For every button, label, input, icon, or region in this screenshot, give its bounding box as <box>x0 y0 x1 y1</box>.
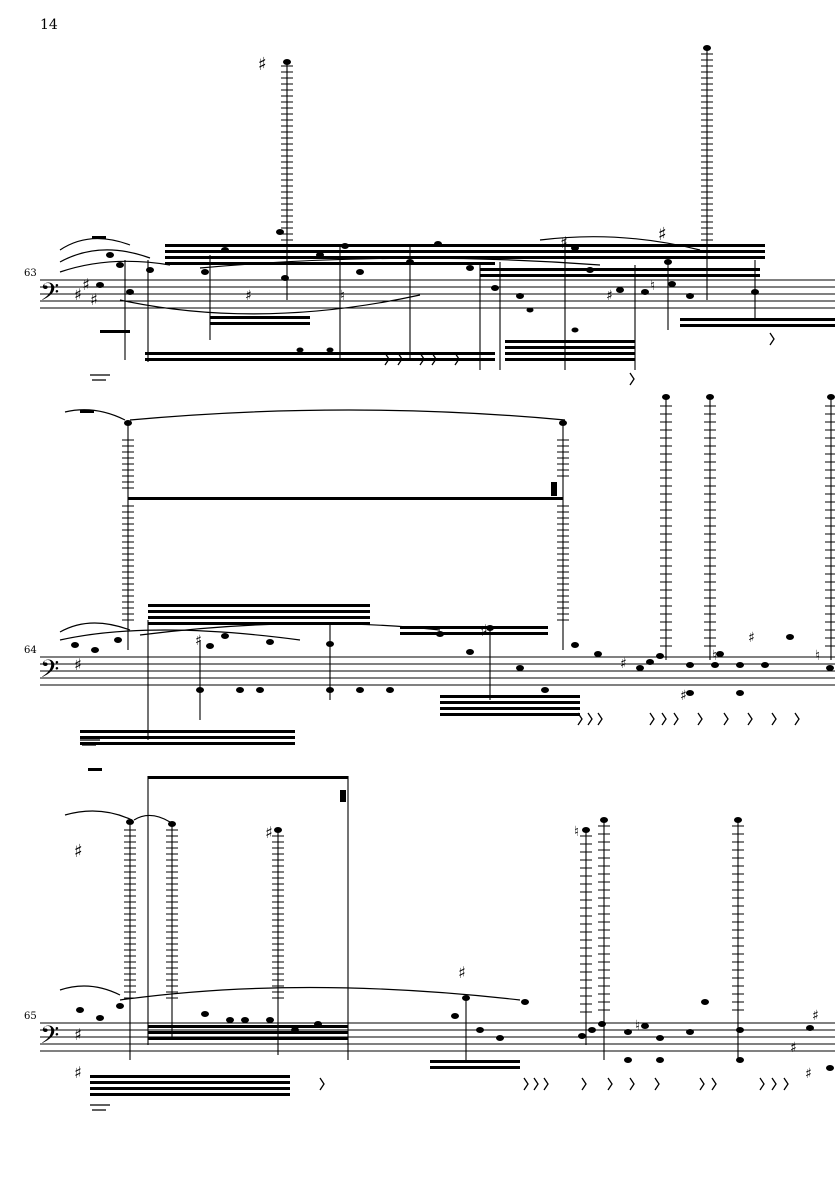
accidentals: ♯ ♯ ♯ ♯ ♯ ♮ ♮ <box>265 823 819 1082</box>
key-signature-sharp: ♯ <box>74 285 82 304</box>
sharp-icon: ♯ <box>805 1066 812 1082</box>
key-signature-sharp: ♯ <box>74 655 82 674</box>
staff-lines <box>40 279 835 309</box>
sharp-icon: ♯ <box>560 233 568 252</box>
sharp-icon: ♯ <box>790 1040 797 1056</box>
natural-icon: ♮ <box>712 648 717 664</box>
bass-clef-icon: 𝄢 <box>40 1021 59 1056</box>
slurs <box>59 810 521 1001</box>
natural-icon: ♮ <box>635 1018 640 1034</box>
sharp-icon: ♯ <box>658 224 667 245</box>
accidentals: ♯ ♯ ♯ ♯ ♯ ♮ ♮ <box>195 621 820 704</box>
sharp-icon: ♯ <box>258 54 267 75</box>
sharp-icon: ♯ <box>620 656 627 672</box>
rests <box>90 1077 789 1111</box>
measure-number-65: 65 <box>24 1011 37 1022</box>
system-65: 𝄢 ♯ ♯ ♯ <box>40 776 835 1111</box>
ledger-lines <box>281 53 713 241</box>
stems <box>124 50 756 370</box>
sharp-icon: ♯ <box>812 1008 819 1024</box>
noteheads <box>76 817 834 1071</box>
measure-number-63: 63 <box>24 268 37 279</box>
beams <box>90 776 520 1096</box>
staff-lines <box>40 656 835 686</box>
sharp-icon: ♯ <box>748 630 755 646</box>
natural-icon: ♮ <box>574 824 579 840</box>
stems <box>129 776 739 1060</box>
ledger-lines <box>122 405 835 647</box>
sharp-icon: ♯ <box>245 288 252 304</box>
sharp-icon: ♯ <box>480 621 488 640</box>
noteheads <box>71 394 835 696</box>
system-64: 𝄢 ♯ <box>40 394 835 771</box>
key-signature-sharp: ♯ <box>90 290 98 309</box>
sharp-icon: ♯ <box>606 288 613 304</box>
sharp-icon: ♯ <box>458 963 466 982</box>
page-number: 14 <box>40 17 58 33</box>
key-signature-sharp: ♯ <box>74 1063 82 1082</box>
bass-clef-icon: 𝄢 <box>40 278 59 313</box>
accidentals: ♯ ♯ ♯ ♯ ♯ ♮ ♮ <box>245 54 667 304</box>
bass-clef-icon: 𝄢 <box>40 655 59 690</box>
measure-number-64: 64 <box>24 645 37 656</box>
sharp-icon: ♯ <box>195 633 202 649</box>
ledger-lines <box>124 825 744 1013</box>
system-63: 𝄢 ♯ ♯ ♯ <box>40 45 835 386</box>
rests <box>90 332 775 386</box>
natural-icon: ♮ <box>650 278 655 294</box>
beams <box>80 482 580 745</box>
stems <box>127 398 832 740</box>
natural-icon: ♮ <box>815 648 820 664</box>
beams <box>100 244 835 361</box>
rests <box>80 712 800 746</box>
natural-icon: ♮ <box>340 288 345 304</box>
sharp-icon: ♯ <box>680 688 687 704</box>
key-signature-sharp: ♯ <box>74 1025 82 1044</box>
sharp-icon: ♯ <box>74 841 83 862</box>
sharp-icon: ♯ <box>265 823 273 842</box>
noteheads <box>96 45 759 353</box>
key-signature-sharp: ♯ <box>82 275 90 294</box>
